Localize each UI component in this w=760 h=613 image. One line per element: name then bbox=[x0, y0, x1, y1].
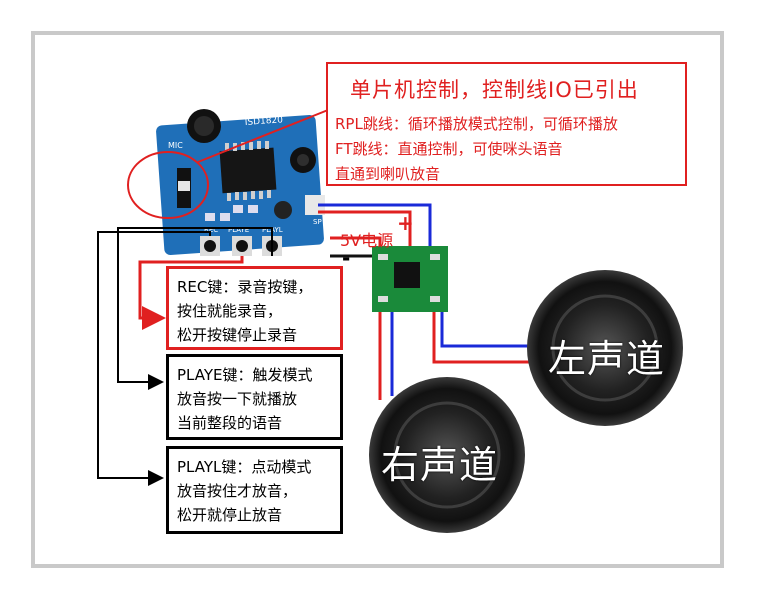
power-plus-sign: + bbox=[397, 211, 414, 235]
svg-text:REC: REC bbox=[204, 226, 218, 234]
isd1820-board: ISD1820 MIC REC PLAYE PLAYL SP bbox=[156, 109, 325, 256]
red-wire-signal bbox=[318, 210, 412, 250]
rec-note-line: 按住就能录音， bbox=[177, 302, 283, 320]
power-minus-sign: - bbox=[342, 246, 351, 270]
svg-text:MIC: MIC bbox=[168, 141, 183, 150]
left-channel-label: 左声道 bbox=[548, 337, 666, 381]
power-label: 5V电源 bbox=[340, 231, 394, 250]
playl-note-line: 松开就停止放音 bbox=[177, 506, 283, 524]
ft-note-continued: 直通到喇叭放音 bbox=[335, 165, 441, 183]
playl-note-line: 放音按住才放音， bbox=[177, 482, 298, 500]
rec-arrow bbox=[138, 256, 244, 330]
playe-note-line: PLAYE键：触发模式 bbox=[177, 366, 313, 384]
playe-note-line: 放音按一下就播放 bbox=[177, 390, 298, 408]
rec-note-box: REC键：录音按键， 按住就能录音， 松开按键停止录音 bbox=[166, 266, 343, 350]
control-info-box: 单片机控制，控制线IO已引出 RPL跳线：循环播放模式控制，可循环播放 FT跳线… bbox=[326, 62, 687, 186]
amplifier-board bbox=[372, 246, 448, 312]
control-title: 单片机控制，控制线IO已引出 bbox=[350, 78, 639, 102]
playl-arrow bbox=[97, 231, 211, 486]
chip-silkscreen: ISD1820 bbox=[245, 115, 284, 128]
right-channel-label: 右声道 bbox=[381, 443, 499, 487]
rec-note-line: REC键：录音按键， bbox=[177, 278, 313, 296]
left-speaker bbox=[527, 270, 683, 426]
playe-note-line: 当前整段的语音 bbox=[177, 414, 283, 432]
jumper-highlight-circle bbox=[127, 151, 209, 219]
blue-wire-signal bbox=[318, 203, 432, 250]
left-blue-wire bbox=[440, 312, 545, 348]
jumper-callout-line bbox=[197, 109, 329, 163]
chip-pins bbox=[225, 141, 271, 201]
playl-note-line: PLAYL键：点动模式 bbox=[177, 458, 312, 476]
playl-note-box: PLAYL键：点动模式 放音按住才放音， 松开就停止放音 bbox=[166, 446, 343, 534]
rpl-note: RPL跳线：循环播放模式控制，可循环播放 bbox=[335, 115, 618, 133]
playe-note-box: PLAYE键：触发模式 放音按一下就播放 当前整段的语音 bbox=[166, 354, 343, 440]
ft-note: FT跳线：直通控制，可使咪头语音 bbox=[335, 140, 563, 158]
playe-arrow bbox=[117, 227, 273, 390]
svg-text:PLAYE: PLAYE bbox=[228, 226, 249, 234]
left-red-wire bbox=[432, 312, 545, 364]
right-speaker bbox=[369, 377, 525, 533]
rec-note-line: 松开按键停止录音 bbox=[177, 326, 298, 344]
svg-text:SP: SP bbox=[313, 218, 322, 226]
